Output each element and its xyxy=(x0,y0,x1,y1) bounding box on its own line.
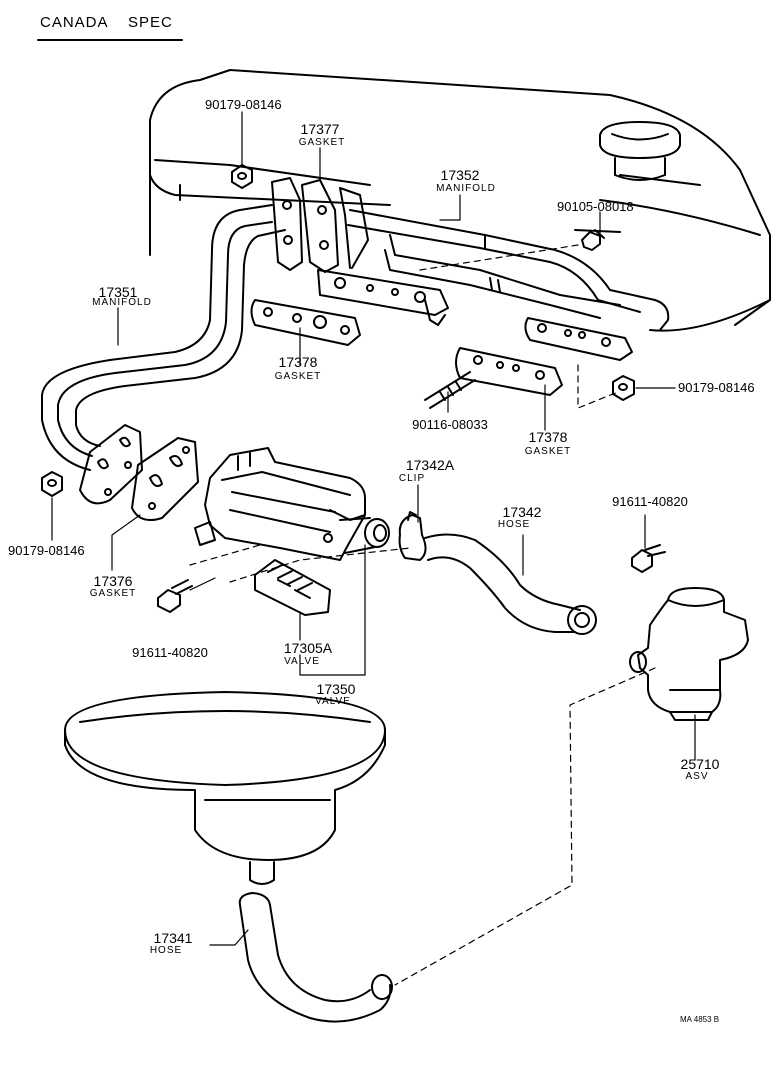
right-flange xyxy=(524,317,633,361)
gasket-17376 xyxy=(131,437,199,521)
label-90179-08146-right: 90179-08146 xyxy=(678,380,755,395)
label-17376-gasket: GASKET xyxy=(89,588,137,599)
label-17342: 17342 xyxy=(502,504,542,520)
valve-17350 xyxy=(194,447,390,561)
label-17352-manifold: MANIFOLD xyxy=(436,183,496,194)
label-17342A: 17342A xyxy=(405,457,455,473)
label-17350-valve: VALVE xyxy=(315,696,351,707)
label-91611-40820-right: 91611-40820 xyxy=(612,494,688,509)
label-17378-lower: 17378 xyxy=(528,429,568,445)
label-17352: 17352 xyxy=(440,167,480,183)
label-17378-upper-gasket: GASKET xyxy=(274,371,322,382)
label-90179-08146-top: 90179-08146 xyxy=(205,97,282,112)
rocker-cover xyxy=(149,69,771,332)
air-cleaner xyxy=(64,691,386,885)
manifold-17351 xyxy=(41,204,286,471)
title-canada: CANADA xyxy=(40,14,109,31)
clip-17342A xyxy=(398,511,427,561)
manifold-flange xyxy=(317,187,449,326)
label-17305A-valve: VALVE xyxy=(284,656,320,667)
gasket-17378-lower xyxy=(455,347,563,396)
label-91611-40820-left: 91611-40820 xyxy=(132,645,208,660)
label-17342A-clip: CLIP xyxy=(398,473,426,484)
title-spec: SPEC xyxy=(128,14,173,31)
label-25710-asv: ASV xyxy=(685,771,709,782)
leader-lines xyxy=(51,111,696,946)
label-17350: 17350 xyxy=(316,681,356,697)
label-17341: 17341 xyxy=(153,930,193,946)
label-90179-08146-left: 90179-08146 xyxy=(8,543,85,558)
manifold-17352 xyxy=(347,209,670,331)
manifold-flange-left xyxy=(79,424,143,505)
label-17351: 17351 xyxy=(98,284,138,300)
asv-25710 xyxy=(629,587,749,721)
label-17377-gasket: GASKET xyxy=(298,137,346,148)
label-17341-hose: HOSE xyxy=(149,945,183,956)
nut-90179-right xyxy=(612,375,635,401)
label-17305A: 17305A xyxy=(283,640,333,656)
gasket-17377 xyxy=(271,177,339,273)
hose-17342 xyxy=(424,533,597,635)
nut-90179-left xyxy=(41,471,63,497)
label-17378-upper: 17378 xyxy=(278,354,318,370)
dashed-connectors xyxy=(189,244,656,986)
nut-90179-top xyxy=(231,164,253,189)
bolt-91611-left xyxy=(157,579,193,613)
label-90105-08018: 90105-08018 xyxy=(557,199,634,214)
bolt-90105 xyxy=(581,229,605,251)
hose-17341 xyxy=(238,892,393,1023)
label-17377: 17377 xyxy=(300,121,340,137)
bolt-91611-right xyxy=(631,544,666,573)
label-17351-manifold: MANIFOLD xyxy=(92,297,152,308)
diagram-code: MA 4853 B xyxy=(680,1015,720,1024)
label-25710: 25710 xyxy=(680,756,720,772)
label-90116-08033: 90116-08033 xyxy=(412,417,488,432)
label-17378-lower-gasket: GASKET xyxy=(524,446,572,457)
label-17342-hose: HOSE xyxy=(497,519,531,530)
gasket-17378-upper xyxy=(250,299,361,346)
stud-90116 xyxy=(424,371,476,409)
label-17376: 17376 xyxy=(93,573,133,589)
valve-17305A xyxy=(254,559,331,616)
